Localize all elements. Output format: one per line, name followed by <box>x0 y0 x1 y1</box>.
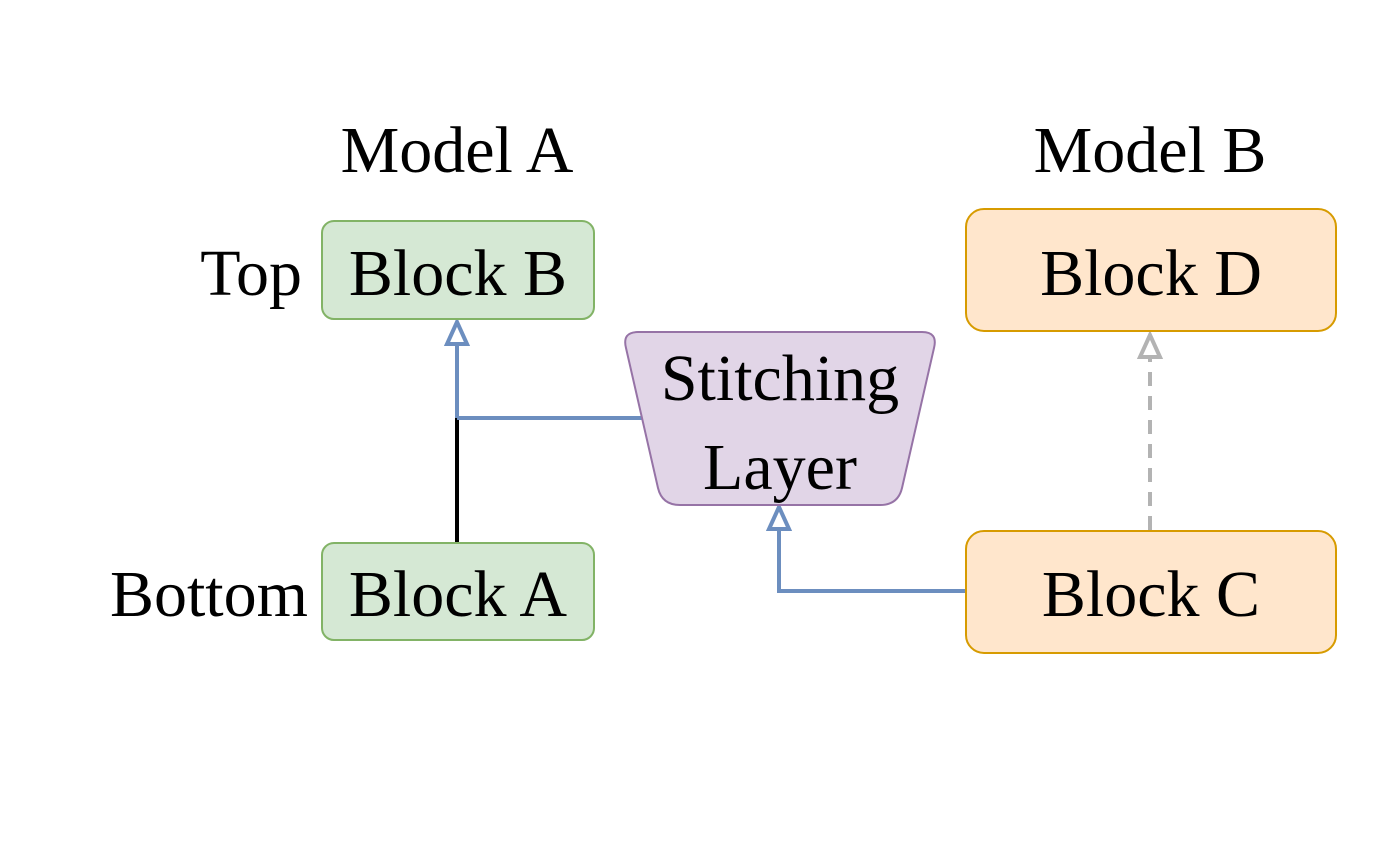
bottom-row-label: Bottom <box>110 558 308 631</box>
model-a-title: Model A <box>341 114 574 187</box>
block-d-arrowhead <box>1136 330 1164 359</box>
block-c-label: Block C <box>1042 558 1260 631</box>
top-row-label: Top <box>200 237 302 310</box>
block-a-node: Block A <box>321 542 595 641</box>
block-b-label: Block B <box>349 237 567 310</box>
stitching-layer-node: Stitching Layer <box>624 331 936 506</box>
block-c-to-stitching-edge <box>777 528 965 593</box>
block-d-label: Block D <box>1040 237 1262 310</box>
model-b-title: Model B <box>1034 114 1267 187</box>
block-b-node: Block B <box>321 220 595 320</box>
block-b-arrowhead <box>443 317 471 346</box>
block-a-label: Block A <box>349 558 568 631</box>
stitching-layer-label-line2: Layer <box>703 431 857 504</box>
block-d-node: Block D <box>965 208 1337 332</box>
stitching-arrowhead <box>765 502 793 531</box>
block-c-node: Block C <box>965 530 1337 654</box>
stitching-layer-label-line1: Stitching <box>661 342 899 415</box>
